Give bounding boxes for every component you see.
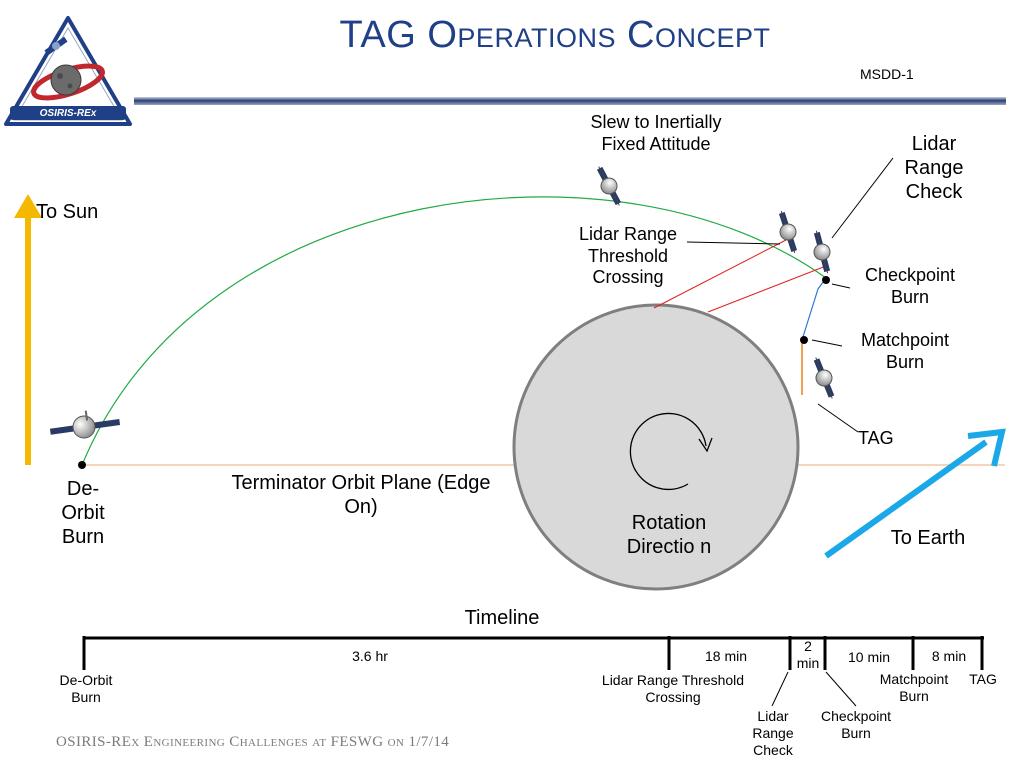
matchpoint-point — [800, 336, 808, 344]
header-bar — [134, 97, 1006, 105]
earth-arrow — [824, 428, 1006, 559]
doc-id: MSDD-1 — [860, 66, 914, 82]
descent-trajectory — [81, 196, 827, 466]
rotation-direction-label: Rotation Directio n — [626, 512, 712, 558]
checkpoint-point — [822, 276, 830, 284]
timeline-duration: 10 min — [847, 649, 891, 665]
timeline-duration: 3.6 hr — [352, 648, 388, 664]
footer-text: OSIRIS-REx Engineering Challenges at FES… — [56, 734, 450, 750]
deorbit-burn-label: De-Orbit Burn — [61, 478, 105, 548]
lidar-check-label: Lidar Range Check — [904, 133, 964, 203]
terminator-plane-label: Terminator Orbit Plane (Edge On) — [231, 472, 491, 518]
timeline-bar — [82, 636, 984, 670]
tag-leader — [817, 403, 859, 433]
slew-label: Slew to Inertially Fixed Attitude — [590, 112, 722, 154]
tag-label: TAG — [858, 428, 894, 448]
timeline-title: Timeline — [464, 607, 540, 629]
rotation-arrow-icon — [629, 412, 713, 491]
matchpoint-burn-label: Matchpoint Burn — [860, 330, 950, 372]
timeline-event: Lidar Range Check — [752, 708, 794, 758]
timeline-duration: 18 min — [704, 648, 748, 664]
to-sun-label: To Sun — [36, 201, 99, 223]
asteroid — [512, 303, 800, 591]
lidar-check-beam — [707, 265, 827, 313]
lidar-threshold-beam — [653, 239, 787, 309]
matchpoint-leader — [811, 339, 843, 347]
checkpoint-leader — [831, 283, 851, 289]
timeline-event: De-Orbit Burn — [59, 672, 113, 705]
timeline-duration: 8 min — [931, 648, 967, 664]
timeline-leader-checkpoint — [825, 671, 857, 707]
lidar-threshold-label: Lidar Range Threshold Crossing — [578, 224, 678, 288]
checkpoint-segment — [801, 277, 827, 341]
sun-arrow — [14, 194, 42, 465]
deorbit-point — [78, 461, 86, 469]
spacecraft-icon — [49, 410, 121, 439]
timeline-event: Matchpoint Burn — [879, 671, 949, 704]
lidar-threshold-leader — [686, 241, 781, 245]
logo-text: OSIRIS-REx — [39, 108, 97, 119]
page-title: TAG Operations Concept — [339, 14, 771, 56]
spacecraft-icon — [807, 354, 841, 402]
osiris-rex-logo — [4, 16, 132, 126]
timeline-leader-lidar-check — [771, 671, 789, 707]
timeline-event: Lidar Range Threshold Crossing — [601, 672, 745, 705]
to-earth-label: To Earth — [890, 527, 966, 549]
timeline-event: Checkpoint Burn — [820, 708, 892, 741]
timeline-duration: 2 min — [796, 638, 820, 671]
checkpoint-burn-label: Checkpoint Burn — [864, 265, 956, 307]
timeline-event: TAG — [969, 671, 997, 687]
lidar-check-leader — [831, 157, 894, 239]
